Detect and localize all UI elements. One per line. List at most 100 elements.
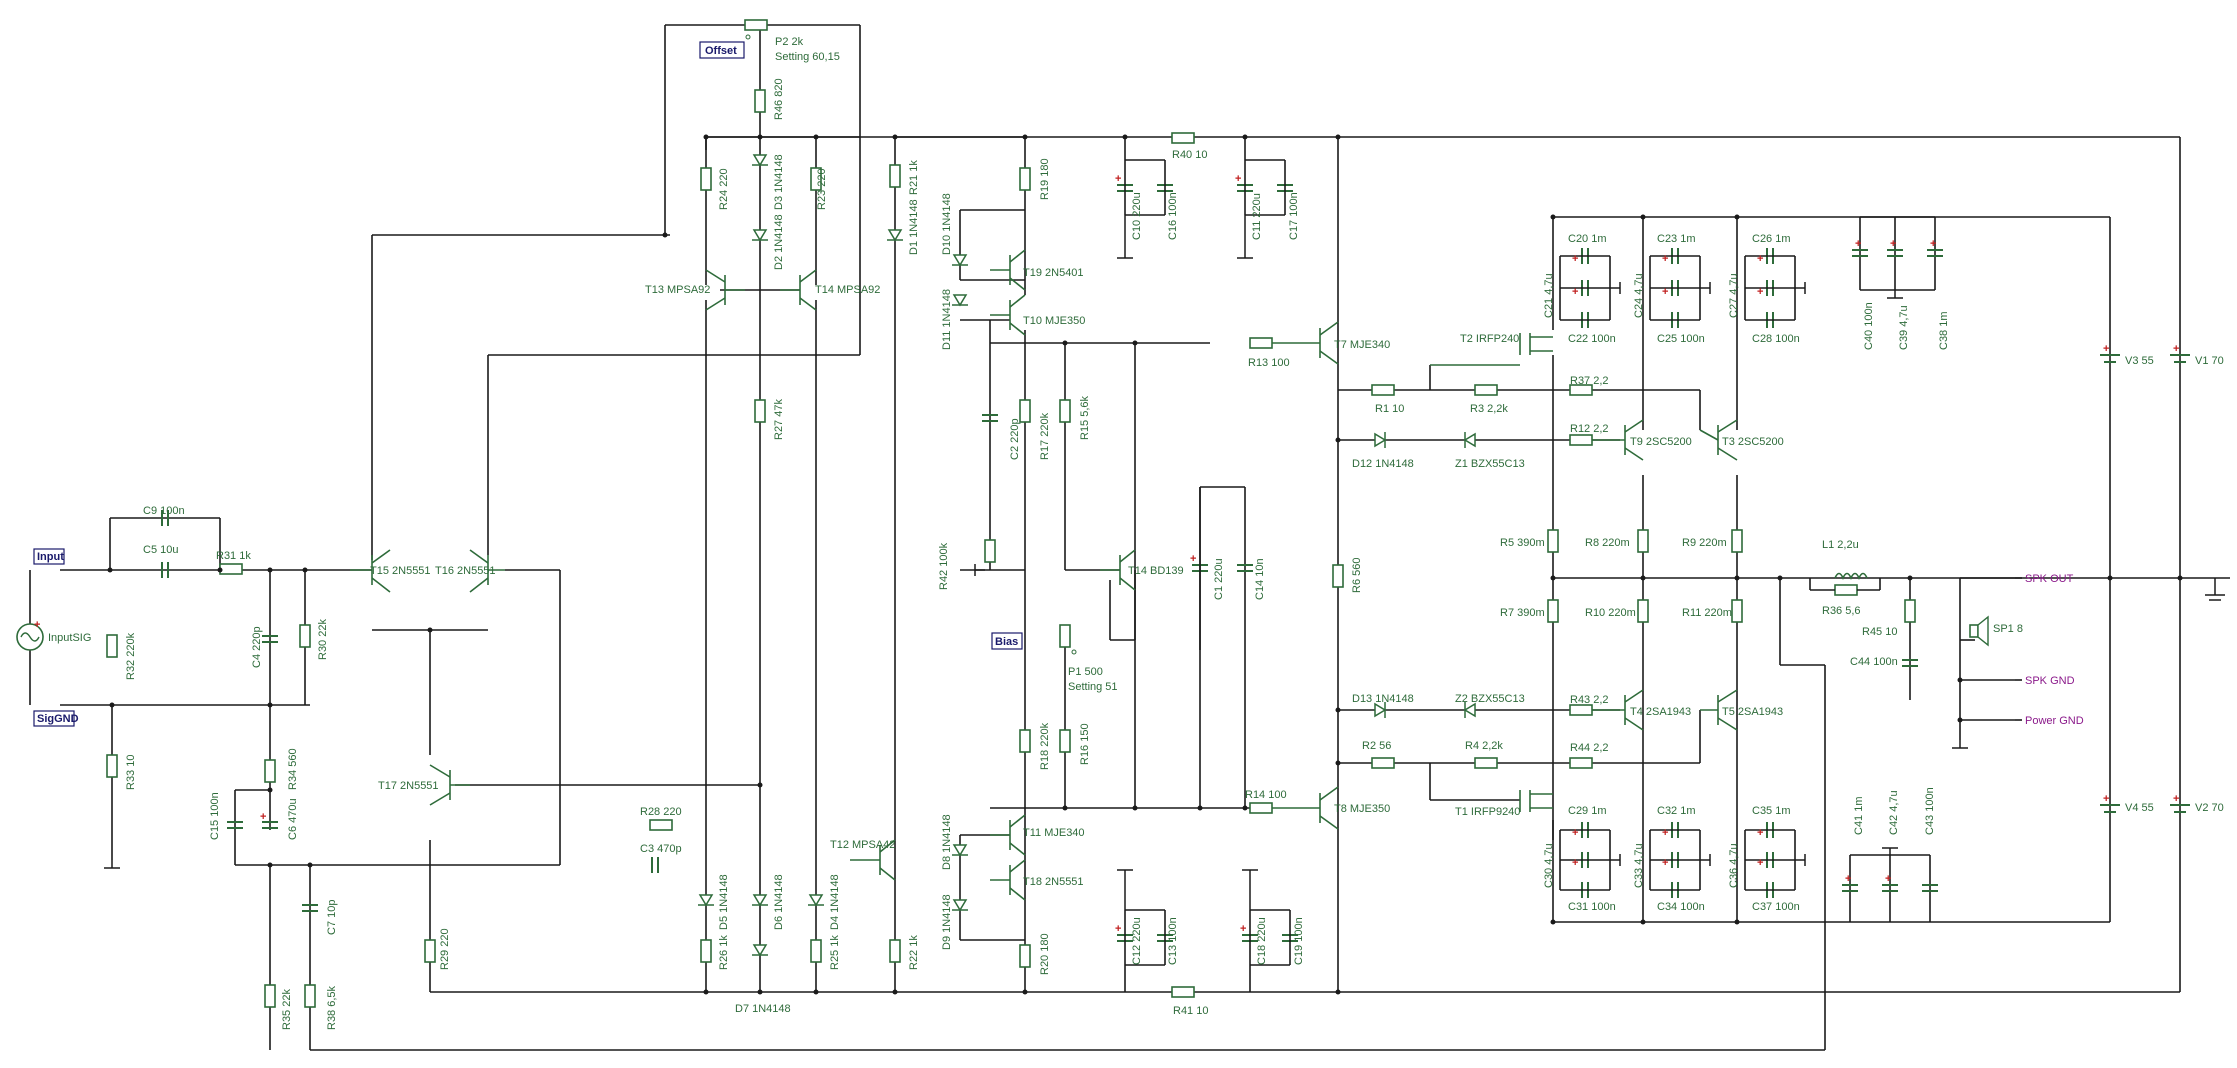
r16 bbox=[1059, 729, 1071, 753]
r10 bbox=[1637, 599, 1649, 623]
label-r26: R26 1k bbox=[718, 935, 730, 970]
t13-transistor bbox=[705, 269, 745, 311]
label-r27: R27 47k bbox=[773, 399, 785, 440]
diodes bbox=[698, 154, 1476, 957]
label-r37: R37 2,2 bbox=[1570, 375, 1609, 387]
label-r6: R6 560 bbox=[1351, 558, 1363, 593]
svg-text:+: + bbox=[1890, 238, 1896, 250]
label-c9: C9 100n bbox=[143, 505, 185, 517]
t3-transistor bbox=[1699, 419, 1738, 461]
label-c28: C28 100n bbox=[1752, 333, 1800, 345]
label-r22: R22 1k bbox=[908, 935, 920, 970]
label-c6: C6 470u bbox=[287, 798, 299, 840]
svg-text:+: + bbox=[1662, 827, 1668, 839]
r36 bbox=[1834, 584, 1858, 596]
ground-icon bbox=[1237, 215, 1253, 259]
label-d7: D7 1N4148 bbox=[735, 1003, 791, 1015]
label-c14: C14 10n bbox=[1254, 558, 1266, 600]
svg-text:+: + bbox=[1572, 286, 1578, 298]
label-c21: C21 4,7u bbox=[1543, 273, 1555, 318]
r42 bbox=[984, 539, 996, 563]
ground-symbols bbox=[104, 215, 2225, 910]
label-c16: C16 100n bbox=[1167, 192, 1179, 240]
v1-supply-icon bbox=[2170, 354, 2190, 363]
ground-icon bbox=[2205, 578, 2225, 601]
ground-icon bbox=[1700, 854, 1711, 866]
t12-transistor bbox=[850, 839, 896, 881]
label-c15: C15 100n bbox=[209, 792, 221, 840]
label-d1: D1 1N4148 bbox=[908, 199, 920, 255]
label-sp1: SP1 8 bbox=[1993, 623, 2023, 635]
r20 bbox=[1019, 944, 1031, 968]
r5 bbox=[1547, 529, 1559, 553]
spk-gnd-label: SPK GND bbox=[2025, 675, 2075, 687]
potentiometers bbox=[744, 19, 1077, 655]
label-c13: C13 100n bbox=[1167, 917, 1179, 965]
inputsig-label: InputSIG bbox=[48, 632, 91, 644]
p1-potentiometer bbox=[1059, 624, 1071, 648]
label-r16: R16 150 bbox=[1079, 723, 1091, 765]
svg-text:+: + bbox=[1845, 873, 1851, 885]
r35 bbox=[264, 984, 276, 1008]
ground-icon bbox=[1795, 282, 1806, 294]
label-t18: T18 2N5551 bbox=[1023, 876, 1084, 888]
t9-transistor bbox=[1592, 419, 1644, 461]
label-v3: V3 55 bbox=[2125, 355, 2154, 367]
svg-text:+: + bbox=[1235, 173, 1241, 185]
t14-transistor bbox=[780, 269, 817, 311]
label-r36: R36 5,6 bbox=[1822, 605, 1861, 617]
label-r25: R25 1k bbox=[829, 935, 841, 970]
svg-text:+: + bbox=[34, 619, 40, 631]
label-t17: T17 2N5551 bbox=[378, 780, 439, 792]
label-v1: V1 70 bbox=[2195, 355, 2224, 367]
spk-out-label: SPK OUT bbox=[2025, 573, 2074, 585]
label-t14: T14 MPSA92 bbox=[815, 284, 880, 296]
label-z1: Z1 BZX55C13 bbox=[1455, 458, 1525, 470]
r45 bbox=[1904, 599, 1916, 623]
label-t7: T7 MJE340 bbox=[1334, 339, 1390, 351]
ground-icon bbox=[1117, 869, 1133, 910]
label-t10: T10 MJE350 bbox=[1023, 315, 1085, 327]
svg-text:+: + bbox=[1885, 873, 1891, 885]
ground-icon bbox=[1887, 290, 1903, 299]
label-r40: R40 10 bbox=[1172, 149, 1207, 161]
label-r20: R20 180 bbox=[1039, 933, 1051, 975]
r6 bbox=[1332, 564, 1344, 588]
r40 bbox=[1171, 132, 1195, 144]
r17 bbox=[1019, 399, 1031, 423]
svg-text:+: + bbox=[1855, 238, 1861, 250]
label-c43: C43 100n bbox=[1924, 787, 1936, 835]
r3 bbox=[1474, 384, 1498, 396]
label-v2: V2 70 bbox=[2195, 802, 2224, 814]
r27 bbox=[754, 399, 766, 423]
label-r35: R35 22k bbox=[281, 989, 293, 1030]
r41 bbox=[1171, 986, 1195, 998]
svg-text:+: + bbox=[1190, 553, 1196, 565]
label-r42: R42 100k bbox=[938, 542, 950, 590]
r31 bbox=[219, 563, 243, 575]
r14 bbox=[1249, 802, 1273, 814]
label-d13: D13 1N4148 bbox=[1352, 693, 1414, 705]
t10-transistor bbox=[990, 294, 1026, 336]
r29 bbox=[424, 939, 436, 963]
label-c33: C33 4,7u bbox=[1633, 843, 1645, 888]
svg-text:+: + bbox=[1572, 253, 1578, 265]
svg-text:+: + bbox=[2173, 343, 2179, 355]
label-c12: C12 220u bbox=[1131, 917, 1143, 965]
t18-transistor bbox=[990, 859, 1026, 901]
label-r17: R17 220k bbox=[1039, 412, 1051, 460]
r23 bbox=[810, 167, 822, 191]
speaker-icon bbox=[1969, 615, 1989, 647]
label-c1: C1 220u bbox=[1213, 558, 1225, 600]
ground-icon bbox=[1700, 282, 1711, 294]
label-r11: R11 220m bbox=[1682, 607, 1732, 619]
ground-icon bbox=[1610, 282, 1621, 294]
label-c5: C5 10u bbox=[143, 544, 178, 556]
svg-text:+: + bbox=[1662, 286, 1668, 298]
label-c36: C36 4,7u bbox=[1728, 843, 1740, 888]
label-c25: C25 100n bbox=[1657, 333, 1705, 345]
label-c20: C20 1m bbox=[1568, 233, 1607, 245]
r28 bbox=[649, 819, 673, 831]
svg-text:+: + bbox=[1662, 857, 1668, 869]
v2-supply-icon bbox=[2170, 804, 2190, 813]
